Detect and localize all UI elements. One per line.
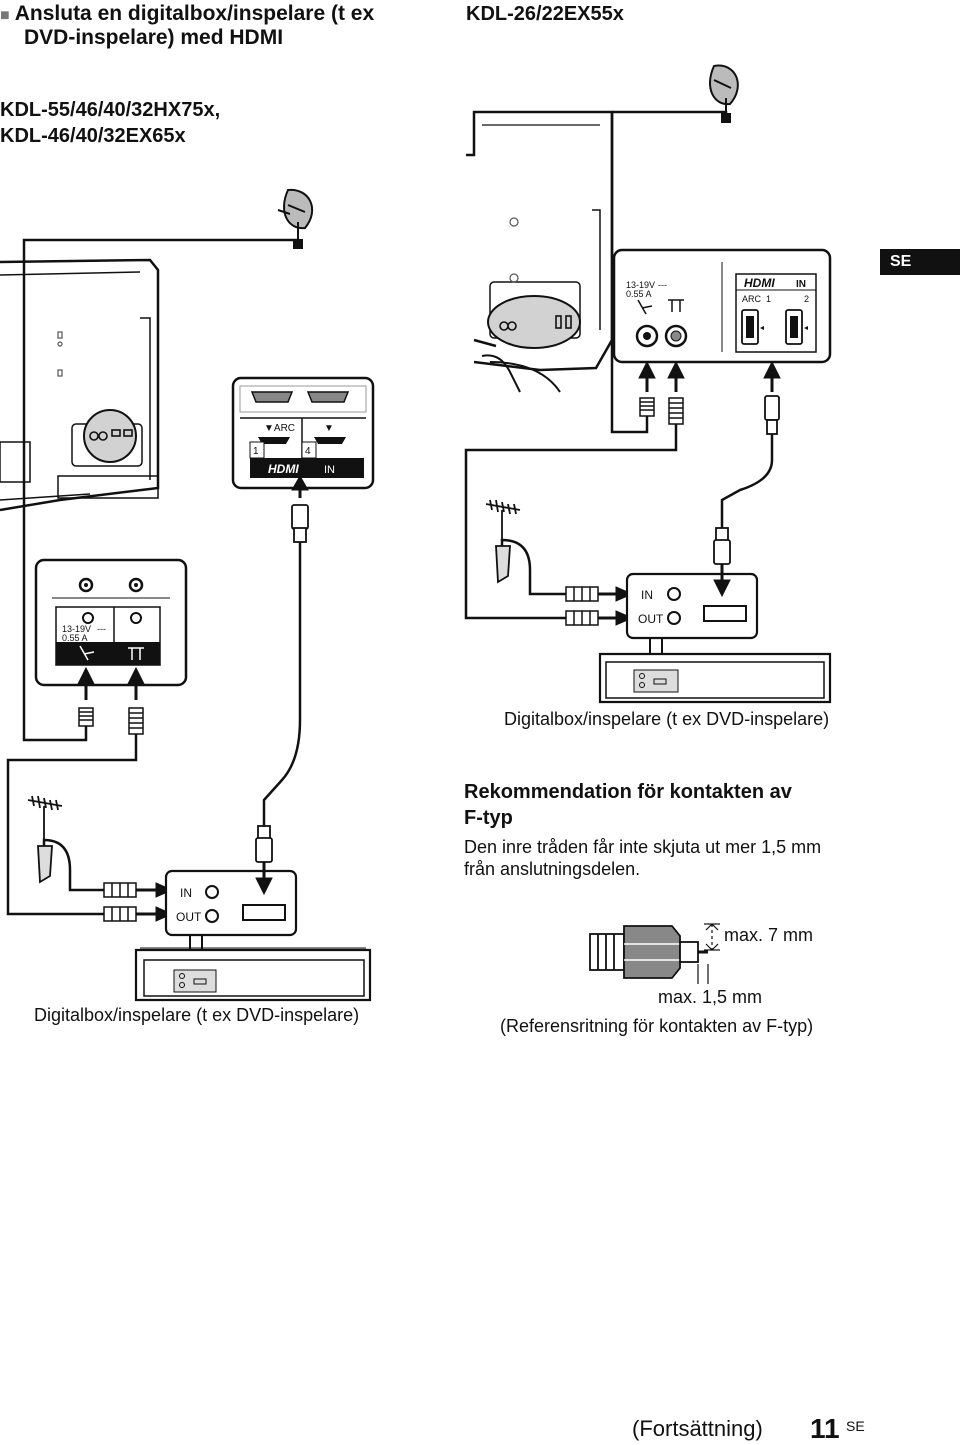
left-hdmi-port1-label: 1 [253,446,259,457]
max-1-5mm-label: max. 1,5 mm [658,987,763,1007]
f-connector-drawing [589,923,720,984]
left-satellite-cable [22,238,300,560]
section-bullet: ■ [0,7,10,24]
left-rf-voltage: 13-19V [62,624,91,634]
right-hdmi-plug [764,395,780,435]
left-box-out-label: OUT [176,910,202,924]
left-hdmi-arrow: ▼ [324,423,334,434]
reference-caption: (Referensritning för kontakten av F-typ) [500,1016,814,1036]
right-antenna-out-cable [464,424,678,620]
right-hdmi-arc-label: ARC [742,294,762,304]
recommendation-heading-line2: F-typ [464,807,513,829]
right-box-hdmi-arrow [713,564,731,598]
left-rf-panel [34,558,188,687]
left-recorder-box [134,935,372,1002]
left-hdmi-logo: HDMI [268,462,299,476]
page-number: 11 [810,1413,840,1444]
left-hdmi-arc-label: ▼ARC [264,423,295,434]
left-box-caption: Digitalbox/inspelare (t ex DVD-inspelare… [34,1005,360,1025]
section-title: ■ Ansluta en digitalbox/inspelare (t ex [0,2,374,28]
left-antenna-out-cable [6,734,138,916]
left-rf-current: 0.55 A [62,633,88,643]
model-right: KDL-26/22EX55x [466,3,624,25]
right-rf-ports-icon [499,315,572,331]
right-box-out-label: OUT [638,612,664,626]
right-hdmi-port1-label: 1 [766,294,771,304]
right-tv-rear [466,110,614,393]
left-rf-dc-symbol: --- [97,624,106,634]
left-tv-rear [0,258,160,512]
right-tv-screws [509,217,519,283]
recommendation-heading-line1: Rekommendation för kontakten av [464,781,792,803]
right-hdmi-cable [720,434,774,528]
left-box-panel [164,869,298,937]
right-hdmi-port2-label: 2 [804,294,809,304]
recommendation-body-line1: Den inre tråden får inte skjuta ut mer 1… [464,837,822,857]
left-rf-arrow-icons [77,666,145,700]
left-box-hdmi-plug [255,825,273,863]
right-satellite-dish-icon [709,64,739,123]
right-box-in-label: IN [641,588,653,602]
left-tv-ports-dots [57,331,63,377]
left-port-highlight [83,409,137,463]
right-hdmi-logo: HDMI [744,276,775,290]
left-hdmi-panel [231,376,375,490]
right-recorder-box [598,638,832,704]
left-f-plugs [78,707,144,735]
right-box-panel [625,572,759,640]
section-title-line1: Ansluta en digitalbox/inspelare (t ex [14,2,375,25]
left-sat-to-tv-cable [22,560,88,742]
right-port-highlight [487,295,581,349]
model-left-line1: KDL-55/46/40/32HX75x, [0,99,221,121]
right-rf-dc-symbol: --- [658,280,667,290]
left-hdmi-arrow-icon [291,474,309,498]
page-language: SE [846,1418,865,1434]
left-hdmi-in-label: IN [324,464,335,476]
model-left-line2: KDL-46/40/32EX65x [0,125,186,147]
recommendation-body-line2: från anslutningsdelen. [464,859,641,879]
language-tab: SE [880,249,960,275]
right-box-caption: Digitalbox/inspelare (t ex DVD-inspelare… [504,709,830,729]
left-hdmi-port4-label: 4 [305,446,311,457]
left-hdmi-plug [291,504,309,543]
right-sat-to-tv-cable [610,112,649,434]
left-hdmi-cable [262,542,302,826]
section-title-line2: DVD-inspelare) med HDMI [24,26,284,49]
right-satellite-cable-top [612,110,728,118]
left-box-f-plugs [103,882,137,922]
left-box-in-label: IN [180,886,192,900]
right-box-f-plugs [565,586,599,626]
right-rf-current: 0.55 A [626,289,652,299]
right-hdmi-in-label: IN [796,279,806,290]
right-box-hdmi-plug [713,527,731,565]
footer-continued: (Fortsättning) [632,1416,763,1441]
right-antenna-cable [500,538,566,596]
left-box-arrows [136,882,174,922]
left-antenna-cable [42,838,104,892]
right-hdmi-panel [735,273,817,353]
left-rf-ports-icon [89,429,133,441]
max-7mm-label: max. 7 mm [724,925,814,945]
left-box-hdmi-arrow [255,862,273,896]
right-box-arrows [598,586,634,626]
right-rf-voltage: 13-19V [626,280,655,290]
right-panel-arrow-icons [638,360,781,392]
